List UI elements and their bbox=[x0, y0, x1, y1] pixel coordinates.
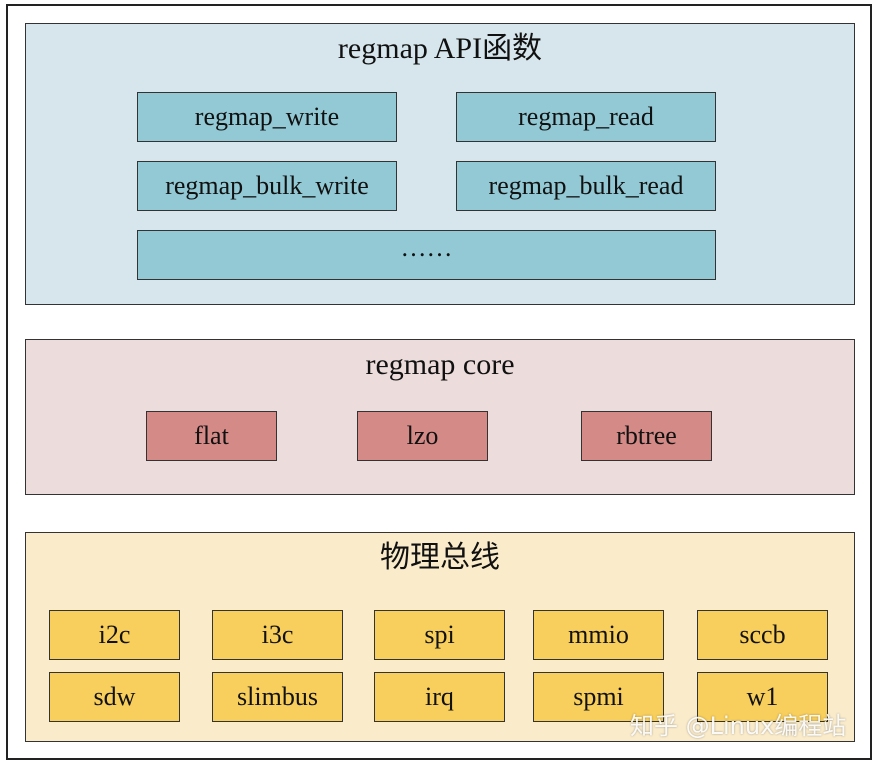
bus-box-slimbus: slimbus bbox=[212, 672, 343, 722]
api-box-regmap-bulk-read: regmap_bulk_read bbox=[456, 161, 716, 211]
api-box-more: …… bbox=[137, 230, 716, 280]
api-box-regmap-write: regmap_write bbox=[137, 92, 397, 142]
watermark: 知乎 @Linux编程站 bbox=[630, 712, 847, 740]
bus-box-i3c: i3c bbox=[212, 610, 343, 660]
core-section: regmap core flat lzo rbtree bbox=[25, 339, 855, 495]
bus-box-sdw: sdw bbox=[49, 672, 180, 722]
bus-section: 物理总线 i2c i3c spi mmio sccb sdw slimbus i… bbox=[25, 532, 855, 742]
api-box-regmap-bulk-write: regmap_bulk_write bbox=[137, 161, 397, 211]
bus-box-spmi: spmi bbox=[533, 672, 664, 722]
core-box-flat: flat bbox=[146, 411, 277, 461]
bus-box-mmio: mmio bbox=[533, 610, 664, 660]
core-box-rbtree: rbtree bbox=[581, 411, 712, 461]
bus-box-w1: w1 bbox=[697, 672, 828, 722]
api-section-title: regmap API函数 bbox=[337, 32, 543, 65]
api-section: regmap API函数 regmap_write regmap_read re… bbox=[25, 23, 855, 305]
diagram-frame bbox=[6, 4, 872, 760]
bus-box-sccb: sccb bbox=[697, 610, 828, 660]
bus-box-spi: spi bbox=[374, 610, 505, 660]
core-box-lzo: lzo bbox=[357, 411, 488, 461]
bus-section-title: 物理总线 bbox=[380, 541, 500, 574]
api-box-regmap-read: regmap_read bbox=[456, 92, 716, 142]
core-section-title: regmap core bbox=[365, 348, 515, 381]
bus-box-irq: irq bbox=[374, 672, 505, 722]
bus-box-i2c: i2c bbox=[49, 610, 180, 660]
